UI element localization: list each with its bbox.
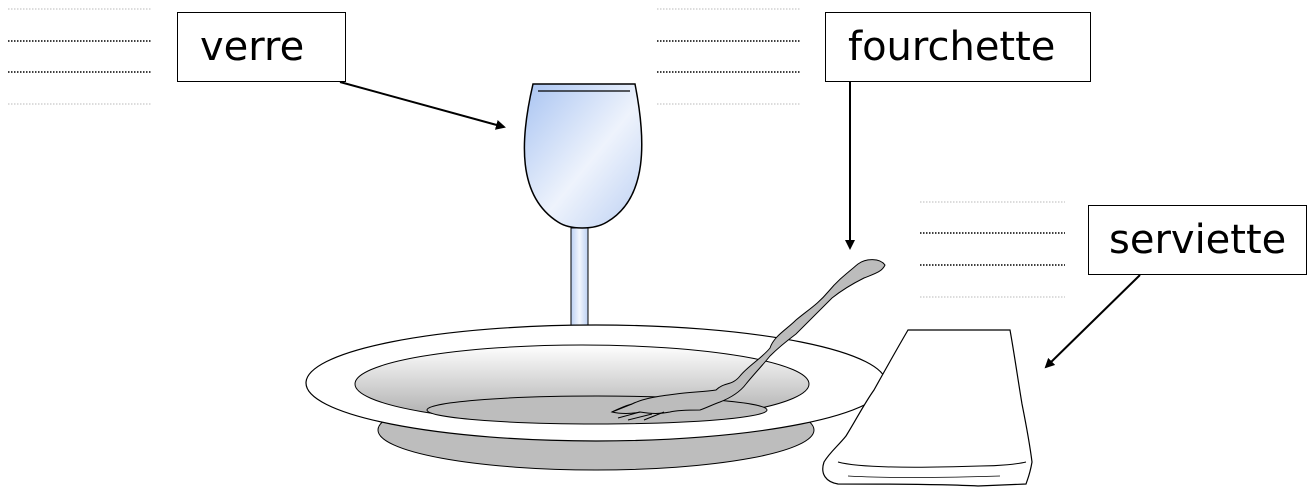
label-verre: verre — [177, 12, 346, 82]
writing-lines-middle — [657, 9, 801, 104]
label-fourchette: fourchette — [825, 12, 1091, 82]
label-serviette: serviette — [1088, 205, 1307, 275]
plate — [306, 325, 886, 470]
label-fourchette-text: fourchette — [848, 27, 1055, 67]
writing-lines-right — [920, 202, 1065, 297]
wine-glass — [524, 84, 641, 328]
writing-lines-left — [8, 9, 152, 104]
label-serviette-text: serviette — [1109, 220, 1286, 260]
label-verre-text: verre — [200, 27, 304, 67]
arrow-serviette — [1046, 275, 1140, 367]
arrow-verre — [340, 82, 504, 127]
